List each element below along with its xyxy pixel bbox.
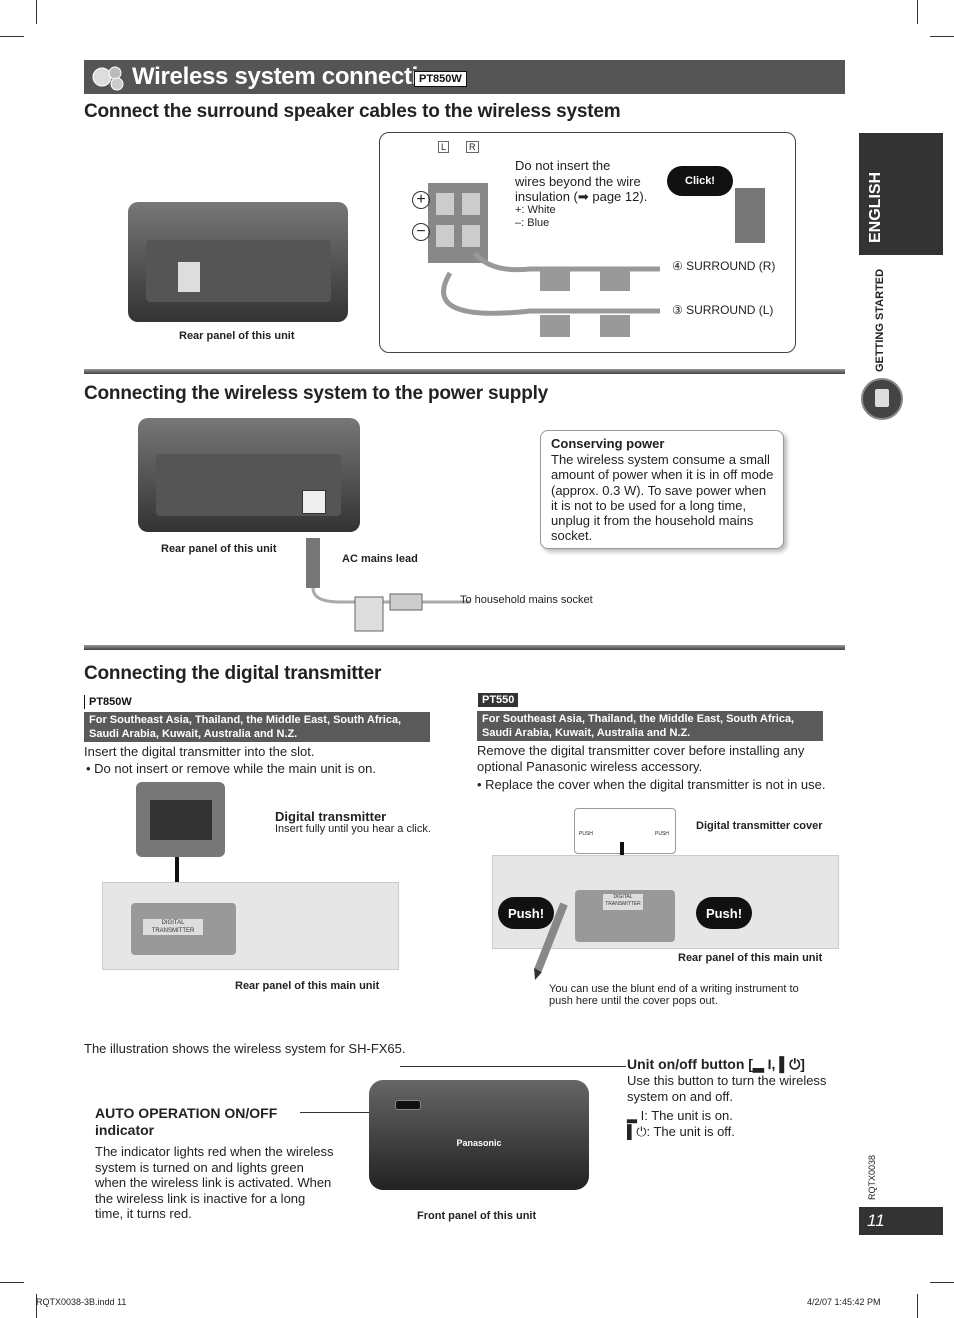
auto-operation-text: The indicator lights red when the wirele… [95,1144,334,1221]
section-heading-digital-transmitter: Connecting the digital transmitter [84,663,382,684]
page-title: Wireless system connection [132,63,447,90]
push-mark: PUSH [579,831,593,837]
conserving-power-text: The wireless system consume a small amou… [551,452,774,544]
model-tag: PT850W [414,71,467,87]
plus-icon: + [412,191,430,209]
divider [84,645,845,650]
transmitter-cover-label: Digital transmitter cover [696,820,823,832]
ac-inlet-icon [302,490,326,514]
getting-started-icon [861,378,903,420]
mains-lead-illustration [306,538,470,632]
rear-panel-label: Rear panel of this main unit [235,980,380,992]
unit-onoff-title: Unit on/off button [▂ I, ▌⏻] [627,1056,805,1072]
pen-note: You can use the blunt end of a writing i… [549,983,799,1007]
conserving-power-title: Conserving power [551,436,665,451]
terminal-l-label: L [438,141,450,153]
crop-mark [0,36,24,37]
terminal-r-label: R [466,141,479,153]
rear-panel-label: Rear panel of this unit [161,543,277,555]
pt550-tag: PT550 [478,693,519,707]
wire-note-line: insulation (➡ page 12). [515,189,648,204]
crop-mark [917,0,918,24]
unit-on-text: ▂ I: The unit is on. [627,1108,733,1123]
region-note: For Southeast Asia, Thailand, the Middle… [84,712,430,742]
file-name: RQTX0038-3B.indd 11 [36,1297,127,1307]
wire-note-line: Do not insert the [515,158,611,173]
main-unit-rear-panel: DIGITAL TRANSMITTER [102,882,399,970]
doc-code: RQTX0038 [867,1154,877,1200]
push-bubble: Push! [498,897,554,929]
page-title-bar: Wireless system connection PT850W [84,60,845,94]
page-number-box: 11 [859,1207,943,1235]
unit-off-text: ▌⏻: The unit is off. [627,1124,735,1139]
insert-instruction: Insert the digital transmitter into the … [84,744,315,759]
surround-r-label: ④ SURROUND (R) [672,259,776,273]
click-bubble: Click! [667,166,733,196]
crop-mark [36,0,37,24]
crop-mark [917,1294,918,1318]
unit-onoff-text: Use this button to turn the wireless sys… [627,1073,827,1104]
replace-cover-note: • Replace the cover when the digital tra… [477,777,826,792]
auto-operation-title: AUTO OPERATION ON/OFF indicator [95,1105,278,1138]
leader-line [400,1066,626,1067]
digital-transmitter-sub: Insert fully until you hear a click. [275,823,431,835]
brand-logo: Panasonic [456,1138,502,1148]
power-button [395,1100,421,1110]
language-label: ENGLISH [867,171,884,243]
illustration-note: The illustration shows the wireless syst… [84,1041,406,1056]
white-wire-note: +: White [515,204,556,216]
unit-rear-illustration [138,418,360,532]
push-bubble: Push! [696,897,752,929]
slot-label: DIGITAL TRANSMITTER [603,894,643,910]
pt850w-tag: PT850W [84,695,136,709]
unit-front-illustration: Panasonic [369,1080,589,1190]
slot-label: DIGITAL TRANSMITTER [143,919,203,935]
digital-transmitter-label: Digital transmitter [275,809,387,824]
insert-warning: • Do not insert or remove while the main… [86,761,376,776]
insert-arrow [175,857,179,887]
section-label: GETTING STARTED [874,268,886,372]
region-note: For Southeast Asia, Thailand, the Middle… [477,711,823,741]
bubbles-icon [92,66,124,91]
ac-mains-lead-label: AC mains lead [342,553,418,565]
crop-mark [930,1282,954,1283]
rear-panel-label: Rear panel of this unit [179,330,295,342]
divider [84,369,845,374]
minus-icon: − [412,223,430,241]
section-heading-power-supply: Connecting the wireless system to the po… [84,383,549,404]
wire-note-line: wires beyond the wire [515,174,641,189]
push-mark: PUSH [655,831,669,837]
rear-panel-label: Rear panel of this main unit [678,952,823,964]
remove-cover-instruction: Remove the digital transmitter cover bef… [477,743,805,774]
section-heading-speaker-cables: Connect the surround speaker cables to t… [84,101,621,122]
page-number: 11 [867,1211,885,1230]
crop-mark [0,1282,24,1283]
household-socket-label: To household mains socket [460,594,593,606]
crop-mark [930,36,954,37]
speaker-connection-detail: L R + − Do not insert the wires beyond t… [379,132,796,353]
blue-wire-note: –: Blue [515,217,550,229]
crop-mark [36,1294,37,1318]
unit-rear-illustration [128,202,348,322]
conserving-power-box: Conserving power The wireless system con… [540,430,784,549]
front-panel-label: Front panel of this unit [417,1210,537,1222]
timestamp: 4/2/07 1:45:42 PM [807,1297,881,1307]
transmitter-cover-illustration: PUSH PUSH [574,808,676,854]
surround-l-label: ③ SURROUND (L) [672,303,774,317]
language-tab: ENGLISH [859,133,943,255]
leader-line [300,1112,405,1113]
pen-icon [534,902,568,980]
digital-transmitter-illustration [136,782,225,857]
